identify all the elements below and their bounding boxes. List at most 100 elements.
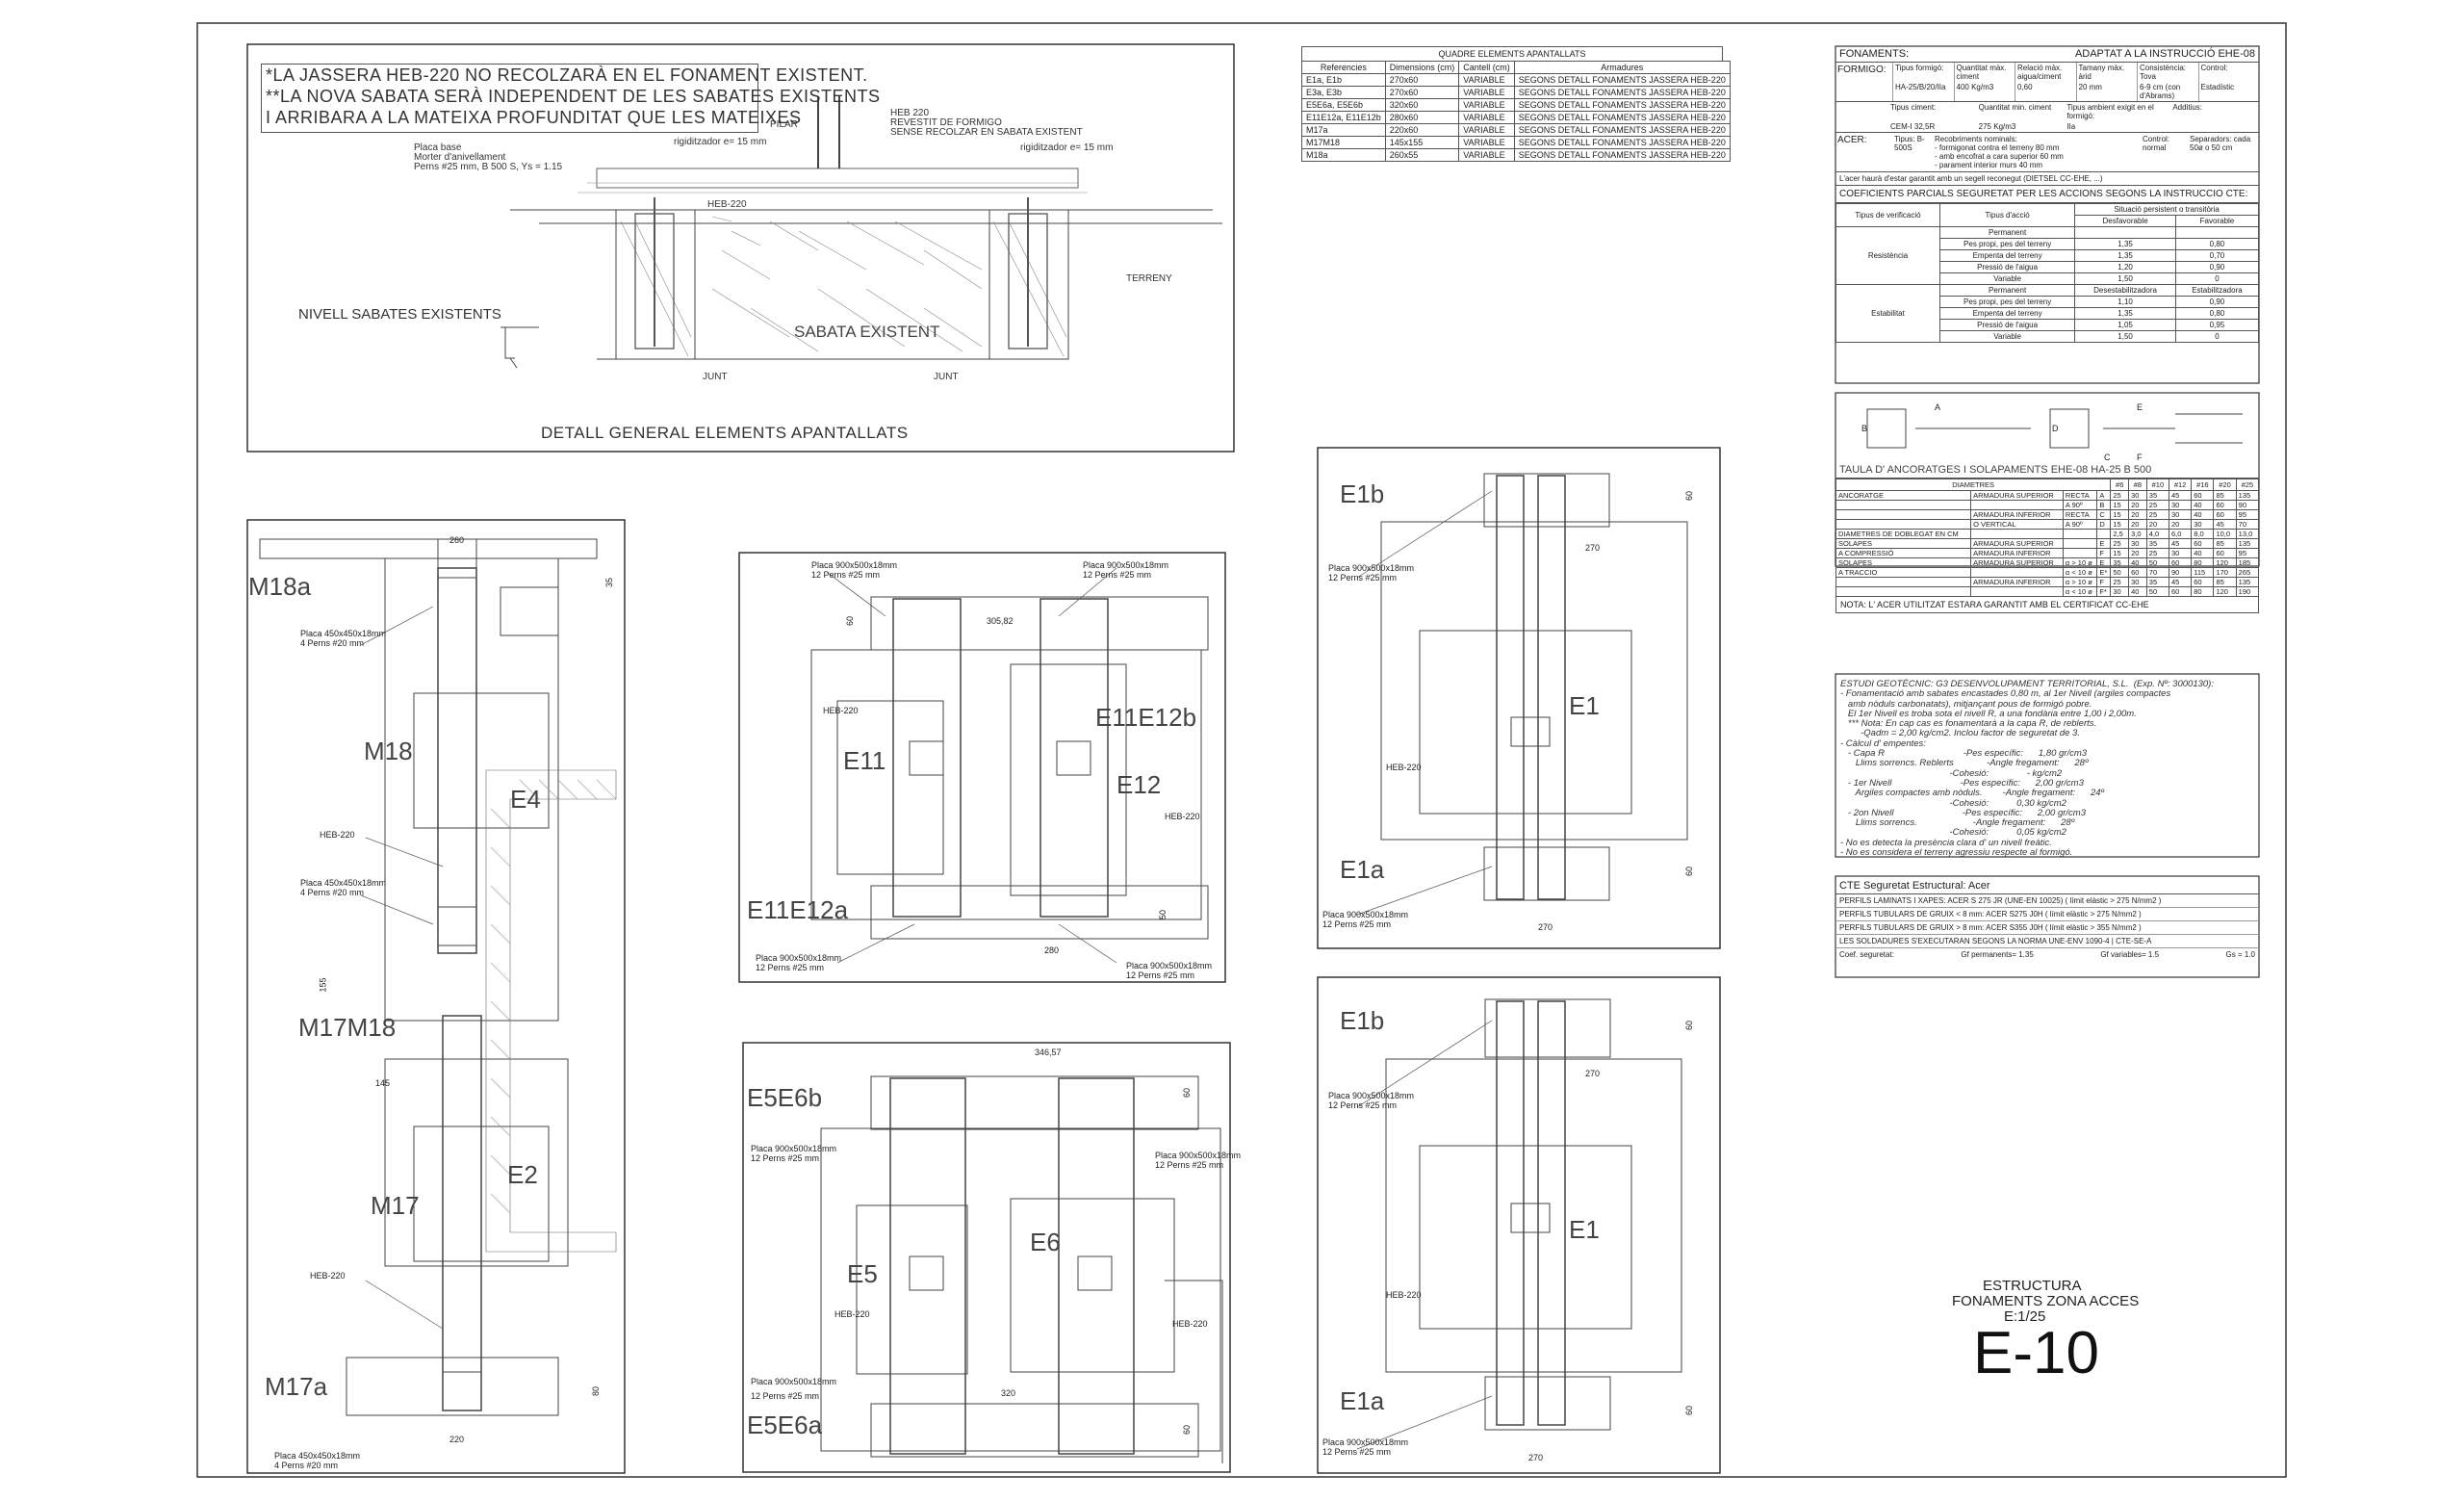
anchorage-cell	[1835, 586, 1972, 597]
coef-cell: Empenta del terreny	[1939, 307, 2076, 320]
anchorage-cell: ARMADURA INFERIOR	[1970, 509, 2064, 520]
anchorage-letter: D	[2052, 424, 2059, 433]
quadre-cell: 270x60	[1384, 86, 1460, 99]
anchorage-cell: 25	[2145, 500, 2170, 510]
label-m17: M17	[371, 1191, 420, 1220]
anchorage-cell: 90	[2235, 500, 2260, 510]
dim-50-a: 50	[1158, 909, 1168, 920]
geotec-line: Argiles compactes amb nòduls. -Angle fre…	[1840, 788, 2104, 799]
coef-h4: Desfavorable	[2074, 215, 2176, 227]
anchorage-cell	[1970, 500, 2064, 510]
anchorage-cell: 60	[2213, 509, 2237, 520]
callout-perns25-2: 12 Perns #25 mm	[1083, 570, 1152, 580]
acer-control: Control: normal	[2143, 135, 2170, 152]
quadre-cell: SEGONS DETALL FONAMENTS JASSERA HEB-220	[1513, 73, 1731, 87]
callout-heb-2: HEB-220	[310, 1271, 346, 1281]
anchorage-head-diam: #12	[2168, 479, 2193, 491]
callout-placa900-5: Placa 900x500x18mm	[1328, 563, 1415, 573]
formigo-value-cell: 0,60	[2015, 82, 2076, 101]
quadre-cell: VARIABLE	[1458, 148, 1515, 162]
anchorage-cell: ARMADURA INFERIOR	[1970, 548, 2064, 558]
anchorage-cell: DIAMETRES DE DOBLEGAT EN CM	[1835, 529, 1972, 539]
anchorage-cell: RECTA	[2062, 490, 2098, 501]
callout-placa450-2: Placa 450x450x18mm	[300, 878, 387, 888]
coef-cell	[2074, 226, 2176, 239]
anchorage-cell: α > 10 ø	[2062, 577, 2098, 587]
acer-recob-line: Recobriments nominals:	[1935, 135, 2017, 143]
anchorage-cell: 20	[2168, 519, 2193, 530]
quadre-cell: 145x155	[1384, 136, 1460, 149]
anchorage-cell: 70	[2235, 519, 2260, 530]
anchorage-cell	[2062, 529, 2098, 539]
anchorage-cell: 13,0	[2235, 529, 2260, 539]
cte-title: CTE Seguretat Estructural: Acer	[1835, 878, 2259, 894]
anchorage-cell: 60	[2168, 586, 2193, 597]
coef-cell: 0	[2174, 330, 2260, 343]
callout-placa900-7: Placa 900x500x18mm	[751, 1144, 837, 1153]
acer-note: L'acer haurà d'estar garantit amb un seg…	[1835, 172, 2259, 186]
quadre-cell: M18a	[1301, 148, 1386, 162]
dim-60-c: 60	[1684, 866, 1695, 877]
dim-60-g: 60	[1684, 1405, 1695, 1416]
dim-60-f: 60	[1684, 1020, 1695, 1031]
dim-35: 35	[604, 577, 615, 588]
anchorage-cell: 30	[2168, 548, 2193, 558]
anchorage-cell: 60	[2128, 567, 2147, 578]
anchorage-cell: 20	[2128, 500, 2147, 510]
coef-h3: Situació persistent o transitòria	[2074, 203, 2259, 216]
coef-cell: Variable	[1939, 272, 2076, 285]
anchorage-cell: 35	[2145, 538, 2170, 549]
anchorage-cell: 115	[2191, 567, 2215, 578]
quadre-cell: 280x60	[1384, 111, 1460, 124]
label-e1-bot: E1	[1569, 1215, 1600, 1244]
anchorage-cell: 40	[2128, 557, 2147, 568]
anchorage-letter: E	[2137, 402, 2143, 412]
dim-220: 220	[449, 1435, 465, 1444]
anchorage-cell: SOLAPES	[1835, 538, 1972, 549]
coef-table: Tipus de verificació Tipus d'acció Situa…	[1835, 203, 2260, 343]
dim-155: 155	[318, 977, 328, 993]
anchorage-cell	[2062, 538, 2098, 549]
anchorage-cell	[2062, 548, 2098, 558]
anchorage-cell: O VERTICAL	[1970, 519, 2064, 530]
label-e4: E4	[510, 785, 541, 814]
anchorage-cell: 40	[2191, 548, 2215, 558]
geotec-line: -Cohesió: 0,05 kg/cm2	[1840, 827, 2066, 839]
cte-lines: PERFILS LAMINATS I XAPES: ACER S 275 JR …	[1835, 894, 2259, 948]
anchorage-cell: 95	[2235, 509, 2260, 520]
coef-cell: 1,50	[2074, 272, 2176, 285]
anchorage-cell	[1835, 509, 1972, 520]
anchorage-cell: F*	[2096, 586, 2112, 597]
anchorage-cell: F	[2096, 577, 2112, 587]
anchorage-cell: 10,0	[2213, 529, 2237, 539]
quadre-cell: M17a	[1301, 123, 1386, 137]
anchorage-cell: 2,5	[2110, 529, 2130, 539]
anchorage-cell: α > 10 ø	[2062, 557, 2098, 568]
callout-perns25-11: 12 Perns #25 mm	[1322, 1447, 1392, 1457]
anchorage-cell: 15	[2110, 500, 2130, 510]
label-e2: E2	[507, 1160, 538, 1189]
callout-perns25-1: 12 Perns #25 mm	[811, 570, 881, 580]
callout-heb-7: HEB-220	[1172, 1319, 1208, 1329]
quadre-cell: VARIABLE	[1458, 111, 1515, 124]
quadre-cell: 220x60	[1384, 123, 1460, 137]
heb-note-2: REVESTIT DE FORMIGO	[890, 117, 1002, 128]
callout-perns25-10: 12 Perns #25 mm	[1328, 1100, 1398, 1110]
dim-60-e: 60	[1182, 1424, 1193, 1436]
label-m18: M18	[364, 737, 413, 765]
geotec-line: Llims sorrencs. Reblerts -Angle fregamen…	[1840, 758, 2089, 769]
anchorage-head-diam: #6	[2110, 479, 2130, 491]
quadre-cell: SEGONS DETALL FONAMENTS JASSERA HEB-220	[1513, 111, 1731, 124]
formigo-head-cell: Tipus formigó:	[1892, 63, 1954, 82]
rigid-right-label: rigiditzador e= 15 mm	[1020, 142, 1114, 153]
anchorage-cell: 45	[2168, 538, 2193, 549]
dim-320: 320	[1001, 1388, 1016, 1398]
coef-cell: Desestabilitzadora	[2074, 284, 2176, 297]
